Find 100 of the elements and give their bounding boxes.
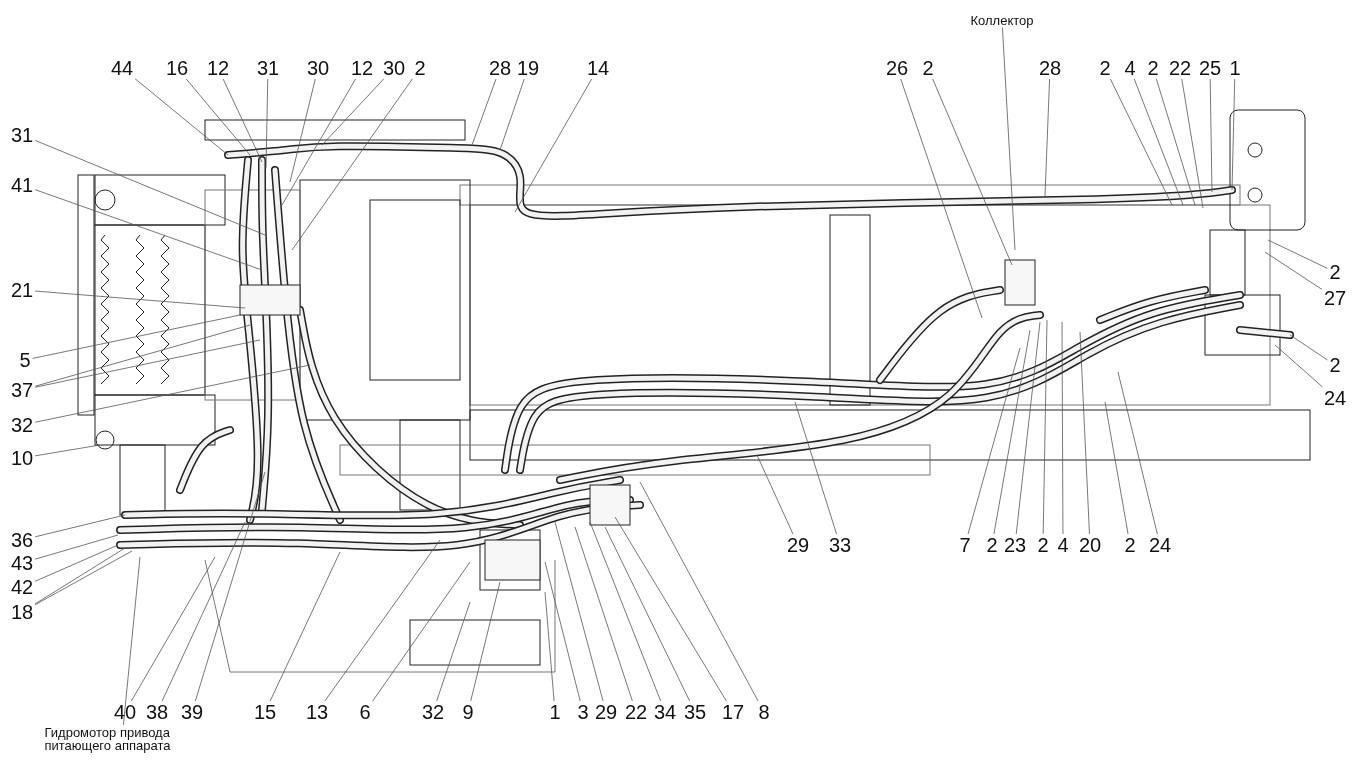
- callout-number: 38: [145, 702, 169, 722]
- leader-line: [324, 539, 441, 702]
- callout-number: 31: [256, 58, 280, 78]
- callout-number: 10: [10, 448, 34, 468]
- callout-number: 9: [462, 702, 474, 722]
- callout-number: 35: [683, 702, 707, 722]
- callout-number: 43: [10, 553, 34, 573]
- leader-line: [34, 544, 119, 582]
- leader-line: [34, 534, 119, 560]
- leader-line: [34, 324, 251, 387]
- leader-line: [131, 556, 216, 702]
- callout-number: 5: [19, 350, 31, 370]
- leader-line: [470, 581, 501, 702]
- callout-number: 27: [1323, 288, 1347, 308]
- leader-line: [32, 314, 241, 359]
- leader-line: [436, 601, 471, 702]
- callout-number: 2: [986, 535, 998, 555]
- leader-line: [1231, 78, 1236, 191]
- callout-number: 22: [624, 702, 648, 722]
- callout-number: 12: [206, 58, 230, 78]
- leader-line: [289, 78, 316, 183]
- callout-number: 25: [1198, 58, 1222, 78]
- callout-number: 2: [1099, 58, 1111, 78]
- leader-line: [1133, 78, 1184, 206]
- callout-number: 2: [1037, 535, 1049, 555]
- callout-number: 44: [110, 58, 134, 78]
- callout-number: 2: [1329, 262, 1341, 282]
- leader-line: [281, 78, 356, 206]
- leader-line: [756, 454, 794, 535]
- callout-number: 28: [1038, 58, 1062, 78]
- leader-line: [589, 521, 662, 702]
- callout-number: 1: [549, 702, 561, 722]
- leader-line: [614, 516, 727, 702]
- leader-line: [604, 526, 691, 702]
- callout-number: 30: [382, 58, 406, 78]
- leader-line: [1002, 27, 1016, 251]
- callout-number: 21: [10, 280, 34, 300]
- leader-line: [34, 444, 101, 457]
- leader-line: [554, 521, 604, 702]
- callout-number: 24: [1148, 535, 1172, 555]
- callout-number: 4: [1057, 535, 1069, 555]
- leader-line: [34, 140, 266, 236]
- callout-number: 8: [758, 702, 770, 722]
- callout-number: 4: [1124, 58, 1136, 78]
- callout-number: 29: [594, 702, 618, 722]
- callout-number: 14: [586, 58, 610, 78]
- leader-line: [1042, 319, 1048, 535]
- callout-number: 19: [516, 58, 540, 78]
- callout-number: 24: [1323, 388, 1347, 408]
- callout-number: 40: [113, 702, 137, 722]
- leader-line: [471, 78, 497, 146]
- callout-number: 1: [1229, 58, 1241, 78]
- leader-line: [34, 290, 246, 309]
- leader-line: [1110, 78, 1173, 206]
- callout-number: 2: [1147, 58, 1159, 78]
- leader-line: [1117, 371, 1158, 535]
- leader-line: [222, 78, 263, 163]
- leader-line: [639, 481, 759, 702]
- callout-number: 13: [305, 702, 329, 722]
- callout-number: 18: [10, 602, 34, 622]
- leader-line: [34, 339, 261, 388]
- leader-line: [1044, 78, 1050, 197]
- callout-number: 2: [1329, 355, 1341, 375]
- leader-line: [574, 526, 633, 702]
- leader-line: [1274, 344, 1323, 388]
- leader-line: [291, 78, 413, 251]
- leader-line: [34, 364, 311, 423]
- leader-line: [967, 347, 1021, 535]
- callout-number: 39: [180, 702, 204, 722]
- leader-line: [1181, 78, 1204, 209]
- part-label: Гидромотор привода питающего аппарата: [44, 726, 200, 752]
- leader-line: [544, 591, 555, 702]
- callout-number: 29: [786, 535, 810, 555]
- callout-number: 7: [959, 535, 971, 555]
- callout-number: 6: [359, 702, 371, 722]
- leader-line: [932, 78, 1013, 266]
- leader-line: [499, 78, 525, 151]
- callout-number: 32: [10, 415, 34, 435]
- callout-number: 26: [885, 58, 909, 78]
- part-label: Коллектор: [970, 13, 1034, 27]
- callout-number: 2: [922, 58, 934, 78]
- callout-number: 17: [721, 702, 745, 722]
- leader-line: [1155, 78, 1196, 206]
- callout-number: 12: [350, 58, 374, 78]
- callout-number: 41: [10, 175, 34, 195]
- leader-line: [321, 78, 385, 146]
- callout-number: 30: [306, 58, 330, 78]
- leader-line: [185, 78, 251, 156]
- callout-number: 31: [10, 125, 34, 145]
- callout-number: 2: [1124, 535, 1136, 555]
- leader-line: [34, 514, 126, 538]
- leader-line: [900, 78, 983, 319]
- leader-line: [123, 556, 141, 726]
- leader-line: [514, 78, 593, 213]
- leader-line: [265, 78, 269, 169]
- leader-line: [1209, 78, 1213, 193]
- leader-line: [1079, 331, 1090, 535]
- leader-line: [1264, 251, 1323, 290]
- callout-number: 32: [421, 702, 445, 722]
- leader-line: [161, 521, 246, 702]
